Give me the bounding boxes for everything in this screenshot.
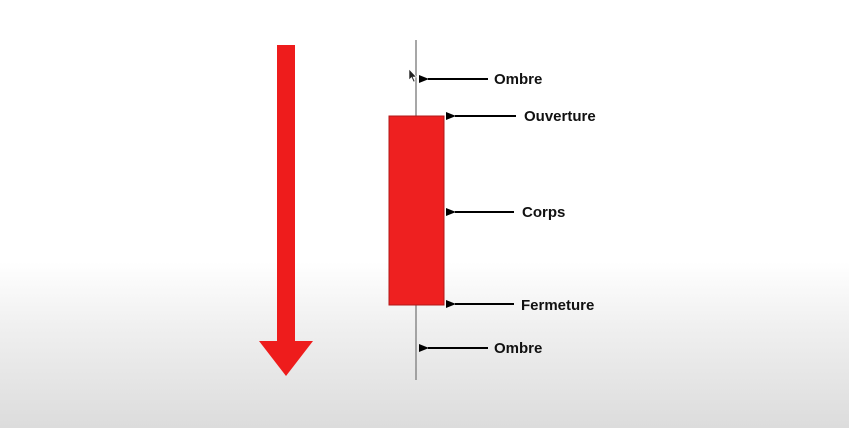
mouse-cursor-icon [408,68,418,83]
label-body: Corps [522,204,565,221]
trend-arrow-head [259,341,313,376]
candle-body [388,115,445,306]
down-arrow-icon [259,45,313,376]
trend-arrow-shaft [277,45,295,343]
label-open: Ouverture [524,108,596,125]
label-close: Fermeture [521,297,594,314]
label-shadow-top: Ombre [494,71,542,88]
label-shadow-bottom: Ombre [494,340,542,357]
